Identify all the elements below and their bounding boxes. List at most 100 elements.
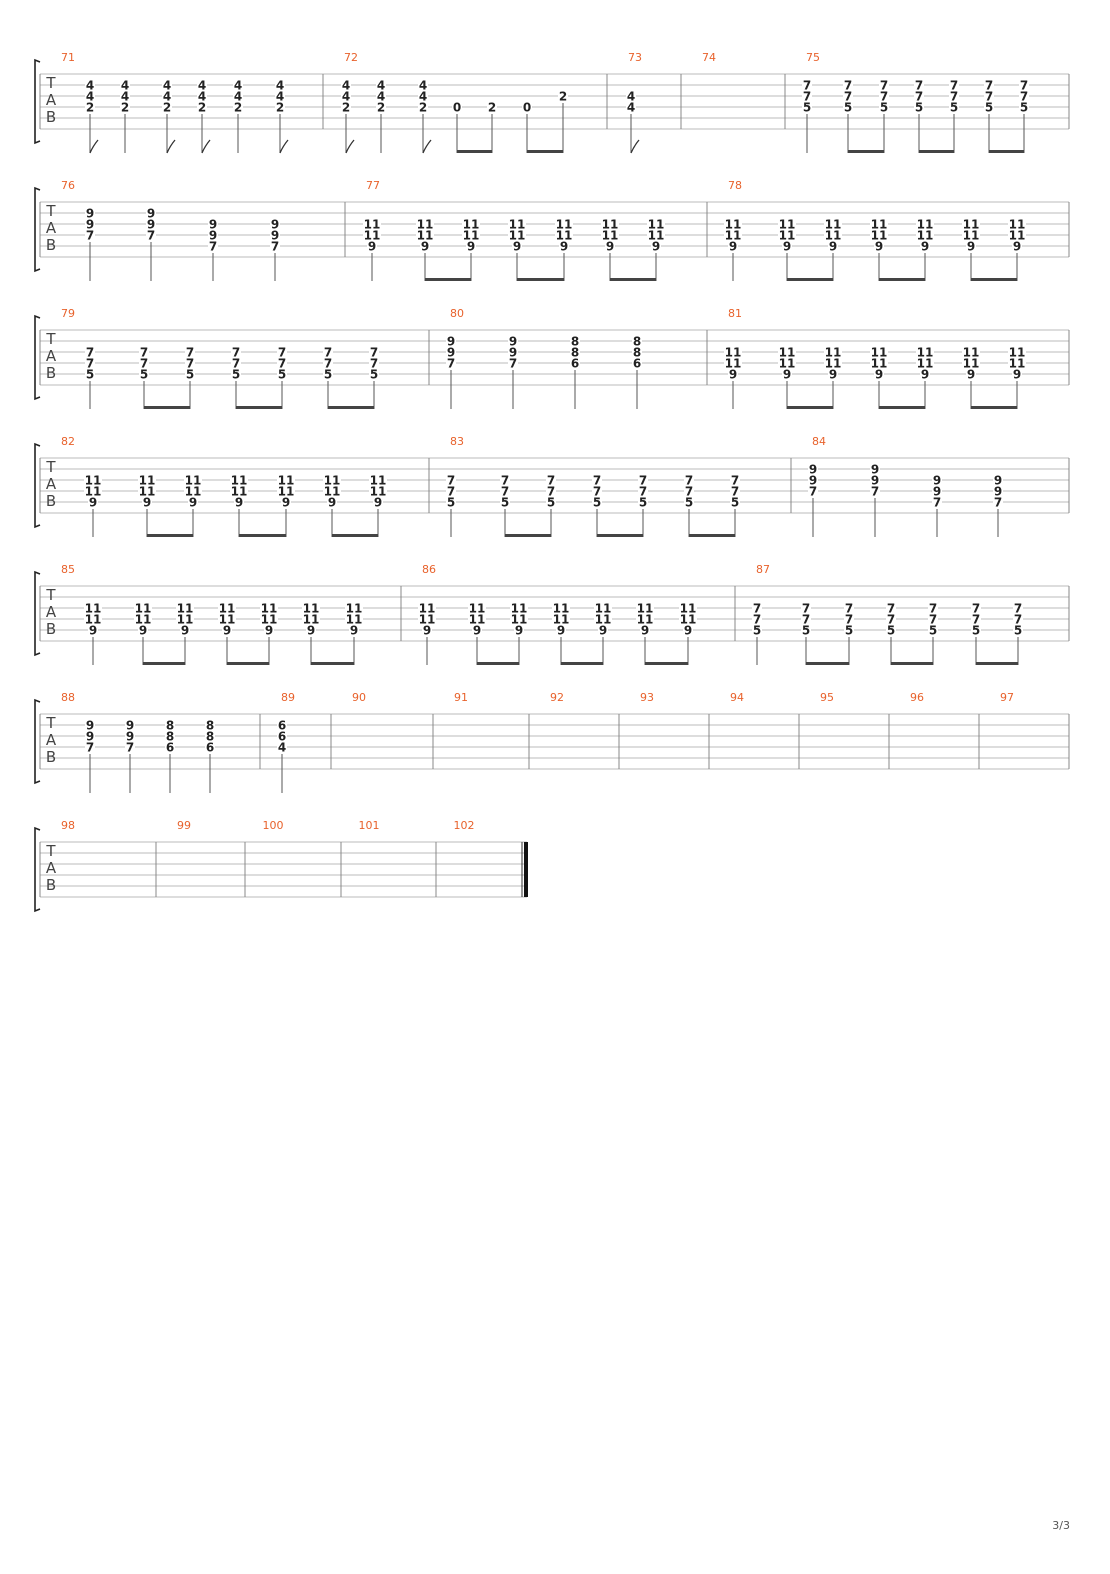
fret-number: 11 [370,474,387,488]
fret-number: 9 [515,624,523,638]
fret-number: 7 [501,474,509,488]
fret-number: 8 [166,719,174,733]
fret-backing [1013,625,1023,635]
fret-number: 8 [206,730,214,744]
fret-backing [605,241,615,251]
fret-backing [260,603,278,613]
fret-number: 9 [829,368,837,382]
fret-number: 11 [871,229,888,243]
measure-number: 97 [1000,691,1014,704]
fret-number: 11 [509,229,526,243]
note-beam [597,534,643,537]
fret-backing [844,625,854,635]
note-beam [143,662,185,665]
fret-number: 11 [219,602,236,616]
fret-number: 11 [779,229,796,243]
fret-number: 6 [571,357,579,371]
fret-backing [870,486,880,496]
fret-number: 11 [917,229,934,243]
tab-clef-letter: A [46,91,57,109]
fret-backing [802,80,812,90]
system-bracket [34,698,41,785]
fret-number: 11 [637,602,654,616]
fret-backing [632,358,642,368]
fret-number: 5 [1020,101,1028,115]
fret-backing [684,486,694,496]
fret-backing [724,358,742,368]
fret-backing [85,208,95,218]
fret-number: 7 [271,240,279,254]
measure-number: 85 [61,563,75,576]
fret-backing [369,347,379,357]
fret-number: 7 [887,602,895,616]
fret-backing [84,486,102,496]
measure-number: 75 [806,51,820,64]
fret-backing [971,625,981,635]
fret-number: 11 [680,613,697,627]
note-beam [879,278,925,281]
fret-number: 11 [556,218,573,232]
fret-backing [778,358,796,368]
fret-number: 7 [509,357,517,371]
fret-number: 4 [419,79,427,93]
fret-backing [369,486,387,496]
fret-number: 7 [929,602,937,616]
fret-backing [416,230,434,240]
fret-number: 9 [86,719,94,733]
fret-backing [418,603,436,613]
fret-number: 5 [887,624,895,638]
fret-number: 7 [845,613,853,627]
eighth-flag [89,139,99,154]
fret-number: 11 [871,346,888,360]
measure-number: 86 [422,563,436,576]
tab-clef-letter: B [46,364,56,382]
fret-number: 11 [177,613,194,627]
fret-backing [277,486,295,496]
fret-number: 7 [731,474,739,488]
fret-number: 4 [276,79,284,93]
fret-backing [916,230,934,240]
fret-number: 11 [219,613,236,627]
fret-backing [508,219,526,229]
fret-backing [275,91,285,101]
fret-backing [802,102,812,112]
fret-backing [233,80,243,90]
fret-number: 6 [166,741,174,755]
fret-backing [636,614,654,624]
note-beam [989,150,1024,153]
fret-backing [555,230,573,240]
fret-number: 11 [364,229,381,243]
fret-number: 9 [967,240,975,254]
fret-number: 0 [453,101,461,115]
fret-number: 7 [639,474,647,488]
fret-number: 6 [278,730,286,744]
fret-backing [208,241,218,251]
fret-backing [1008,230,1026,240]
fret-backing [728,369,738,379]
fret-backing [971,603,981,613]
fret-number: 9 [994,485,1002,499]
fret-number: 11 [825,346,842,360]
fret-number: 11 [917,357,934,371]
fret-backing [752,603,762,613]
fret-number: 4 [234,79,242,93]
fret-number: 8 [571,346,579,360]
fret-number: 11 [135,602,152,616]
fret-number: 9 [143,496,151,510]
fret-number: 11 [261,602,278,616]
fret-backing [508,347,518,357]
fret-backing [546,475,556,485]
fret-number: 7 [803,90,811,104]
fret-backing [208,230,218,240]
fret-number: 7 [915,90,923,104]
fret-backing [345,603,363,613]
fret-backing [594,603,612,613]
fret-number: 9 [829,240,837,254]
fret-number: 11 [1009,346,1026,360]
fret-backing [218,614,236,624]
tab-clef-letter: B [46,236,56,254]
fret-backing [920,369,930,379]
fret-number: 11 [85,602,102,616]
fret-backing [85,91,95,101]
